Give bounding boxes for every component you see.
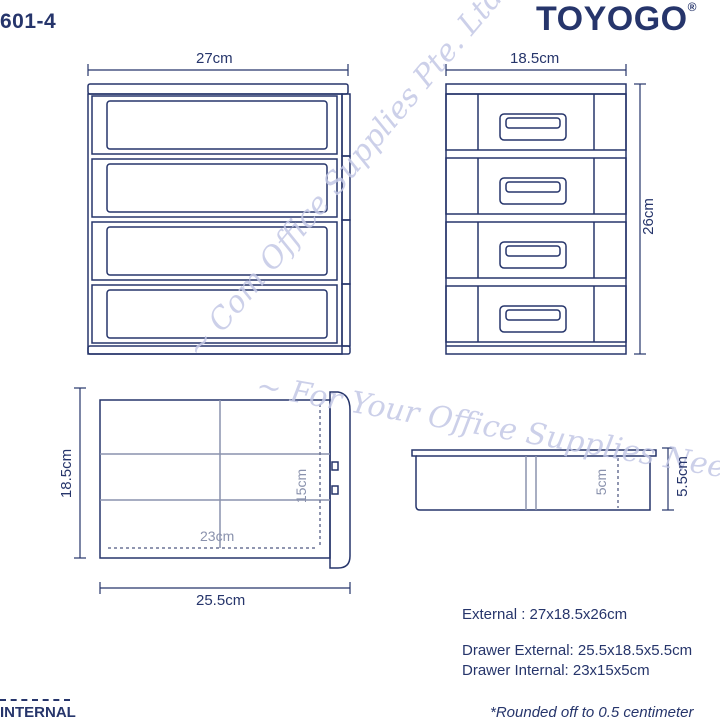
side-drawer-3	[445, 221, 627, 279]
side-width-label: 18.5cm	[510, 50, 560, 67]
drawer-length-label: 25.5cm	[196, 592, 246, 609]
spec-external: External : 27x18.5x26cm	[462, 606, 628, 623]
internal-length-label: 23cm	[200, 528, 235, 544]
registered-mark: ®	[687, 0, 697, 14]
side-drawer-4	[445, 285, 627, 343]
side-view	[445, 64, 646, 355]
drawer-height-label: 5.5cm	[673, 456, 691, 497]
drawer-top-view	[74, 387, 351, 594]
drawer-side-view	[411, 447, 674, 511]
watermark-line-1: ~ Com Office Supplies Pte. Ltd. ~	[179, 0, 539, 365]
front-drawer-4	[91, 284, 338, 344]
legend-internal: INTERNAL	[0, 704, 76, 721]
front-drawer-3	[91, 221, 338, 281]
model-number: 601-4	[0, 10, 57, 33]
front-drawer-1	[91, 95, 338, 155]
brand-logo: TOYOGO®	[536, 0, 697, 39]
spec-drawer-internal: Drawer Internal: 23x15x5cm	[462, 662, 650, 679]
legend-dashed-line	[0, 699, 70, 701]
front-width-label: 27cm	[196, 50, 233, 67]
side-drawer-1	[445, 93, 627, 151]
spec-drawer-external: Drawer External: 25.5x18.5x5.5cm	[462, 642, 693, 659]
internal-height-label: 5cm	[593, 468, 610, 496]
front-view	[87, 64, 351, 355]
footnote: *Rounded off to 0.5 centimeter	[490, 704, 694, 721]
drawer-depth-label: 18.5cm	[58, 448, 76, 499]
side-height-label: 26cm	[639, 198, 657, 235]
front-drawer-2	[91, 158, 338, 218]
side-drawer-2	[445, 157, 627, 215]
watermark: ~ Com Office Supplies Pte. Ltd. ~ ~ For …	[179, 0, 720, 498]
internal-depth-label: 15cm	[293, 468, 310, 504]
brand-name: TOYOGO	[536, 0, 688, 38]
